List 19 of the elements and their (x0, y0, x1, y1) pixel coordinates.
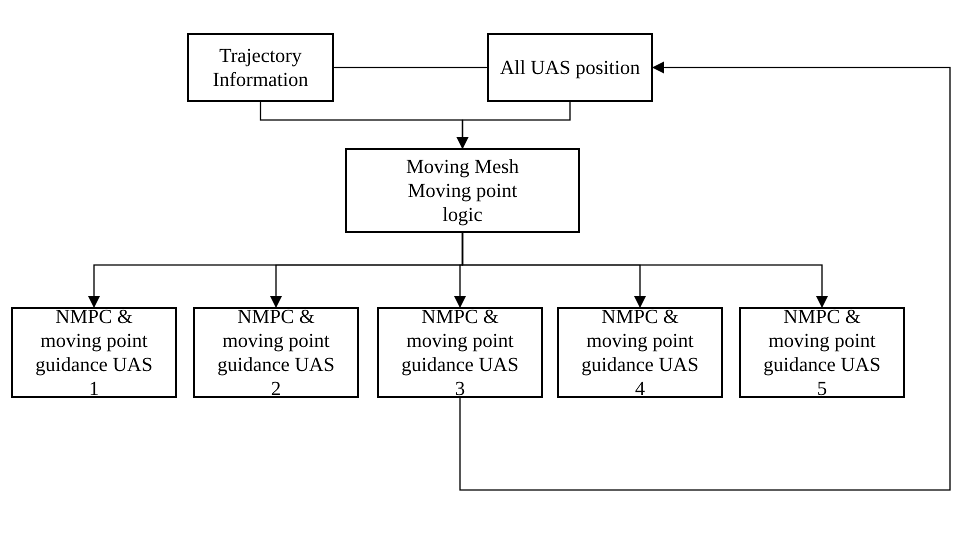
box-label: NMPC & moving point guidance UAS 4 (580, 304, 700, 400)
box-label: NMPC & moving point guidance UAS 2 (216, 304, 336, 400)
connector-arrow (456, 102, 571, 149)
connector-arrow (462, 233, 828, 308)
process-box (193, 307, 359, 398)
connector-arrow (459, 62, 951, 491)
process-box (377, 307, 543, 398)
process-box (187, 33, 334, 102)
box-label: Moving Mesh Moving point logic (405, 154, 520, 226)
process-box (487, 33, 653, 102)
process-box (557, 307, 723, 398)
box-label: NMPC & moving point guidance UAS 5 (762, 304, 882, 400)
process-box (345, 148, 580, 233)
box-label: All UAS position (498, 56, 642, 80)
box-label: NMPC & moving point guidance UAS 1 (34, 304, 154, 400)
process-box (11, 307, 177, 398)
box-label: NMPC & moving point guidance UAS 3 (400, 304, 520, 400)
box-label: Trajectory Information (212, 44, 310, 92)
process-box (739, 307, 905, 398)
